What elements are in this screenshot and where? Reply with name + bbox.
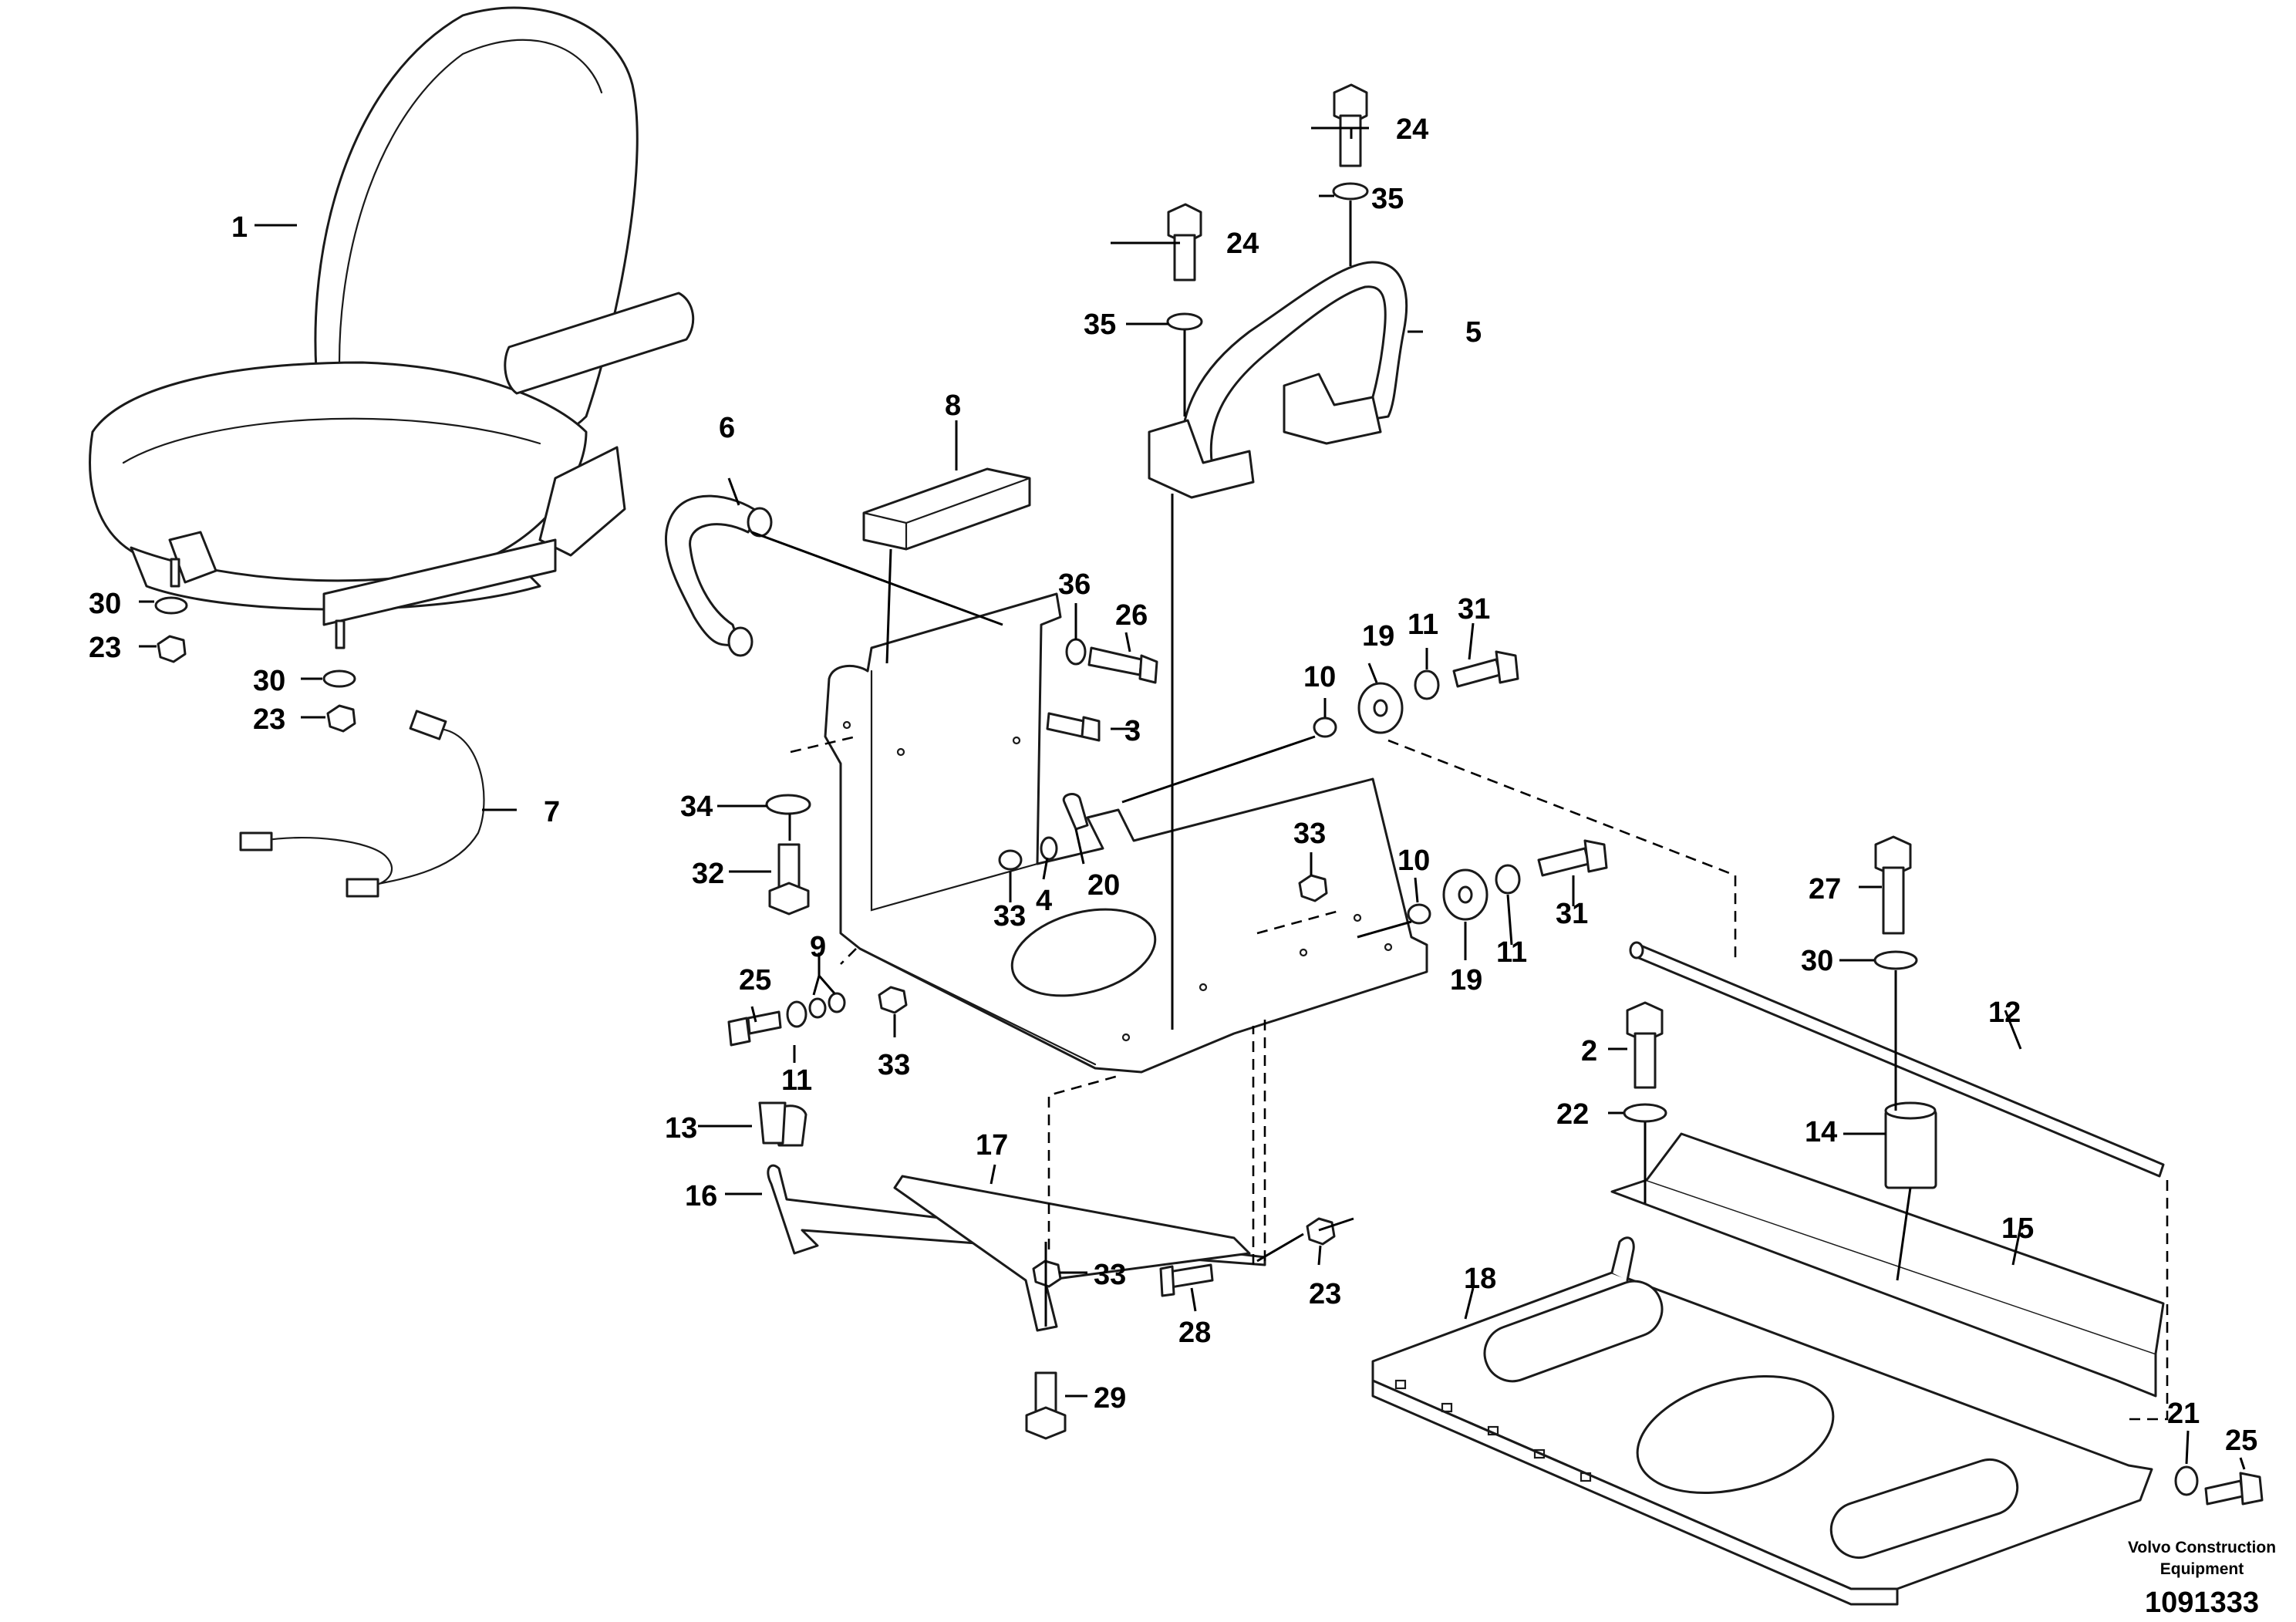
callout-33c: 33 xyxy=(878,1049,910,1081)
callout-11b: 11 xyxy=(1496,936,1527,969)
seat-mounting-bracket xyxy=(824,592,1428,1074)
callout-12: 12 xyxy=(1988,996,2021,1029)
callout-10a: 10 xyxy=(1303,661,1336,693)
callout-17: 17 xyxy=(976,1129,1008,1162)
callout-18: 18 xyxy=(1464,1263,1496,1295)
adjust-lever-linkage xyxy=(767,1104,1266,1332)
callout-35a: 35 xyxy=(1371,183,1404,215)
callout-9: 9 xyxy=(810,931,826,963)
callout-25b: 25 xyxy=(2225,1425,2257,1457)
callout-1: 1 xyxy=(231,211,248,244)
callout-21: 21 xyxy=(2167,1398,2200,1430)
callout-23a: 23 xyxy=(89,632,121,664)
callout-4: 4 xyxy=(1036,885,1052,917)
callout-25a: 25 xyxy=(739,964,771,996)
callout-3: 3 xyxy=(1124,715,1141,747)
angle-bracket xyxy=(1610,1132,2165,1398)
publisher-credit-line1: Volvo Construction xyxy=(2128,1539,2276,1556)
callout-16: 16 xyxy=(685,1180,717,1212)
callout-26: 26 xyxy=(1115,599,1148,632)
callout-30c: 30 xyxy=(1801,945,1833,977)
callout-33a: 33 xyxy=(1293,818,1326,850)
assembly-lines xyxy=(751,201,2169,1421)
callout-10b: 10 xyxy=(1397,845,1430,877)
wiring-harness xyxy=(239,710,485,898)
callout-5: 5 xyxy=(1465,316,1482,349)
armrest-pad xyxy=(862,467,1031,551)
callout-28: 28 xyxy=(1178,1317,1211,1349)
callout-31b: 31 xyxy=(1556,898,1588,930)
callout-23b: 23 xyxy=(253,703,285,736)
callout-23c: 23 xyxy=(1309,1278,1341,1310)
callout-24b: 24 xyxy=(1226,228,1259,260)
callout-11c: 11 xyxy=(781,1064,812,1097)
callout-8: 8 xyxy=(945,389,961,422)
document-number: 1091333 xyxy=(2145,1587,2259,1619)
callout-33d: 33 xyxy=(1094,1259,1126,1291)
base-plate xyxy=(1371,1236,2153,1606)
callout-22: 22 xyxy=(1556,1098,1589,1131)
grab-handle-right xyxy=(1148,261,1408,499)
operator-seat xyxy=(89,6,695,649)
callout-15: 15 xyxy=(2001,1212,2034,1245)
callout-19a: 19 xyxy=(1362,620,1394,653)
callout-36: 36 xyxy=(1058,568,1091,601)
publisher-credit-line2: Equipment xyxy=(2160,1560,2244,1578)
callout-labels: 1 2 3 4 5 6 7 8 9 10 10 11 11 11 12 13 1… xyxy=(89,113,2257,1457)
callout-7: 7 xyxy=(544,796,560,828)
callout-30a: 30 xyxy=(89,588,121,620)
callout-30b: 30 xyxy=(253,665,285,697)
callout-27: 27 xyxy=(1809,873,1841,905)
callout-11a: 11 xyxy=(1408,609,1438,641)
callout-33b: 33 xyxy=(993,900,1026,932)
callout-6: 6 xyxy=(719,412,735,444)
callout-31a: 31 xyxy=(1458,593,1490,626)
callout-2: 2 xyxy=(1581,1035,1597,1067)
callout-35b: 35 xyxy=(1084,309,1116,341)
callout-19b: 19 xyxy=(1450,964,1482,996)
callout-14: 14 xyxy=(1805,1116,1837,1148)
callout-32: 32 xyxy=(692,858,724,890)
fasteners xyxy=(154,83,2264,1506)
rod xyxy=(1629,941,2165,1178)
callout-20: 20 xyxy=(1087,869,1120,902)
callout-29: 29 xyxy=(1094,1382,1126,1415)
label-leaders xyxy=(139,126,2246,1470)
spacer xyxy=(1884,1101,1937,1189)
callout-13: 13 xyxy=(665,1112,697,1145)
callout-34: 34 xyxy=(680,791,713,823)
callout-24a: 24 xyxy=(1396,113,1428,146)
handle-left xyxy=(664,494,773,657)
footer: Volvo Construction Equipment 1091333 xyxy=(2128,1539,2276,1619)
